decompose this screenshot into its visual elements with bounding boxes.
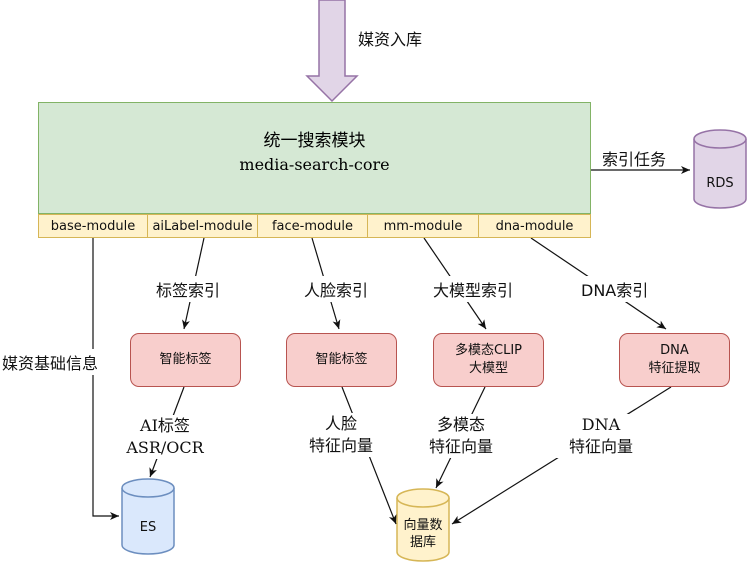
media-search-core-box: 统一搜索模块 media-search-core (38, 102, 591, 214)
llm-index-label: 大模型索引 (431, 276, 516, 302)
base-module-box: base-module (38, 214, 148, 238)
face-output-line1: 人脸 (324, 414, 357, 433)
mm-module-box: mm-module (367, 214, 479, 238)
mm-output-line2: 特征向量 (428, 437, 493, 456)
face-output-label: 人脸 特征向量 (296, 413, 386, 457)
proc-label-line2: 特征提取 (648, 361, 701, 376)
module-label: dna-module (495, 218, 574, 234)
proc-label: 智能标签 (159, 352, 212, 367)
vector-db-label-line1: 向量数 (403, 518, 443, 533)
dna-extract-box: DNA 特征提取 (619, 333, 730, 387)
vector-db-label-line2: 据库 (409, 535, 436, 550)
smart-tag-box-1: 智能标签 (130, 333, 241, 387)
ingest-arrow (305, 0, 359, 103)
dna-output-line2: 特征向量 (568, 437, 633, 456)
media-base-info-label: 媒资基础信息 (2, 349, 99, 375)
ingest-label: 媒资入库 (358, 30, 423, 49)
rds-database (693, 129, 747, 209)
module-label: mm-module (383, 218, 463, 234)
ai-tag-output-label: AI标签 ASR/OCR (110, 415, 220, 459)
core-title: 统一搜索模块 (263, 131, 366, 151)
ai-tag-line1: AI标签 (140, 416, 190, 435)
tag-index-label: 标签索引 (154, 276, 223, 302)
rds-label: RDS (706, 176, 734, 191)
index-task-label: 索引任务 (602, 150, 667, 169)
dna-index-label: DNA索引 (579, 276, 651, 302)
face-module-box: face-module (257, 214, 368, 238)
clip-model-box: 多模态CLIP 大模型 (433, 333, 544, 387)
dna-module-box: dna-module (478, 214, 591, 238)
dna-output-line1: DNA (581, 415, 621, 434)
face-output-line2: 特征向量 (308, 436, 373, 455)
module-label: aiLabel-module (152, 218, 253, 234)
core-subtitle: media-search-core (239, 155, 390, 174)
module-label: face-module (271, 218, 354, 234)
ailabel-module-box: aiLabel-module (147, 214, 258, 238)
edge-base-to-es (92, 238, 119, 520)
proc-label: 智能标签 (315, 352, 368, 367)
proc-label-line1: 多模态CLIP (455, 343, 522, 358)
mm-output-line1: 多模态 (436, 415, 485, 434)
dna-output-label: DNA 特征向量 (556, 414, 646, 458)
proc-label-line2: 大模型 (468, 361, 508, 376)
es-label: ES (139, 520, 157, 535)
vector-db-label: 向量数 据库 (397, 517, 449, 551)
proc-label-line1: DNA (660, 343, 689, 358)
ai-tag-line2: ASR/OCR (126, 438, 204, 457)
es-database (121, 478, 175, 555)
module-label: base-module (50, 218, 136, 234)
mm-output-label: 多模态 特征向量 (416, 414, 506, 458)
smart-tag-box-2: 智能标签 (286, 333, 397, 387)
vector-database (396, 488, 450, 562)
face-index-label: 人脸索引 (302, 276, 371, 302)
